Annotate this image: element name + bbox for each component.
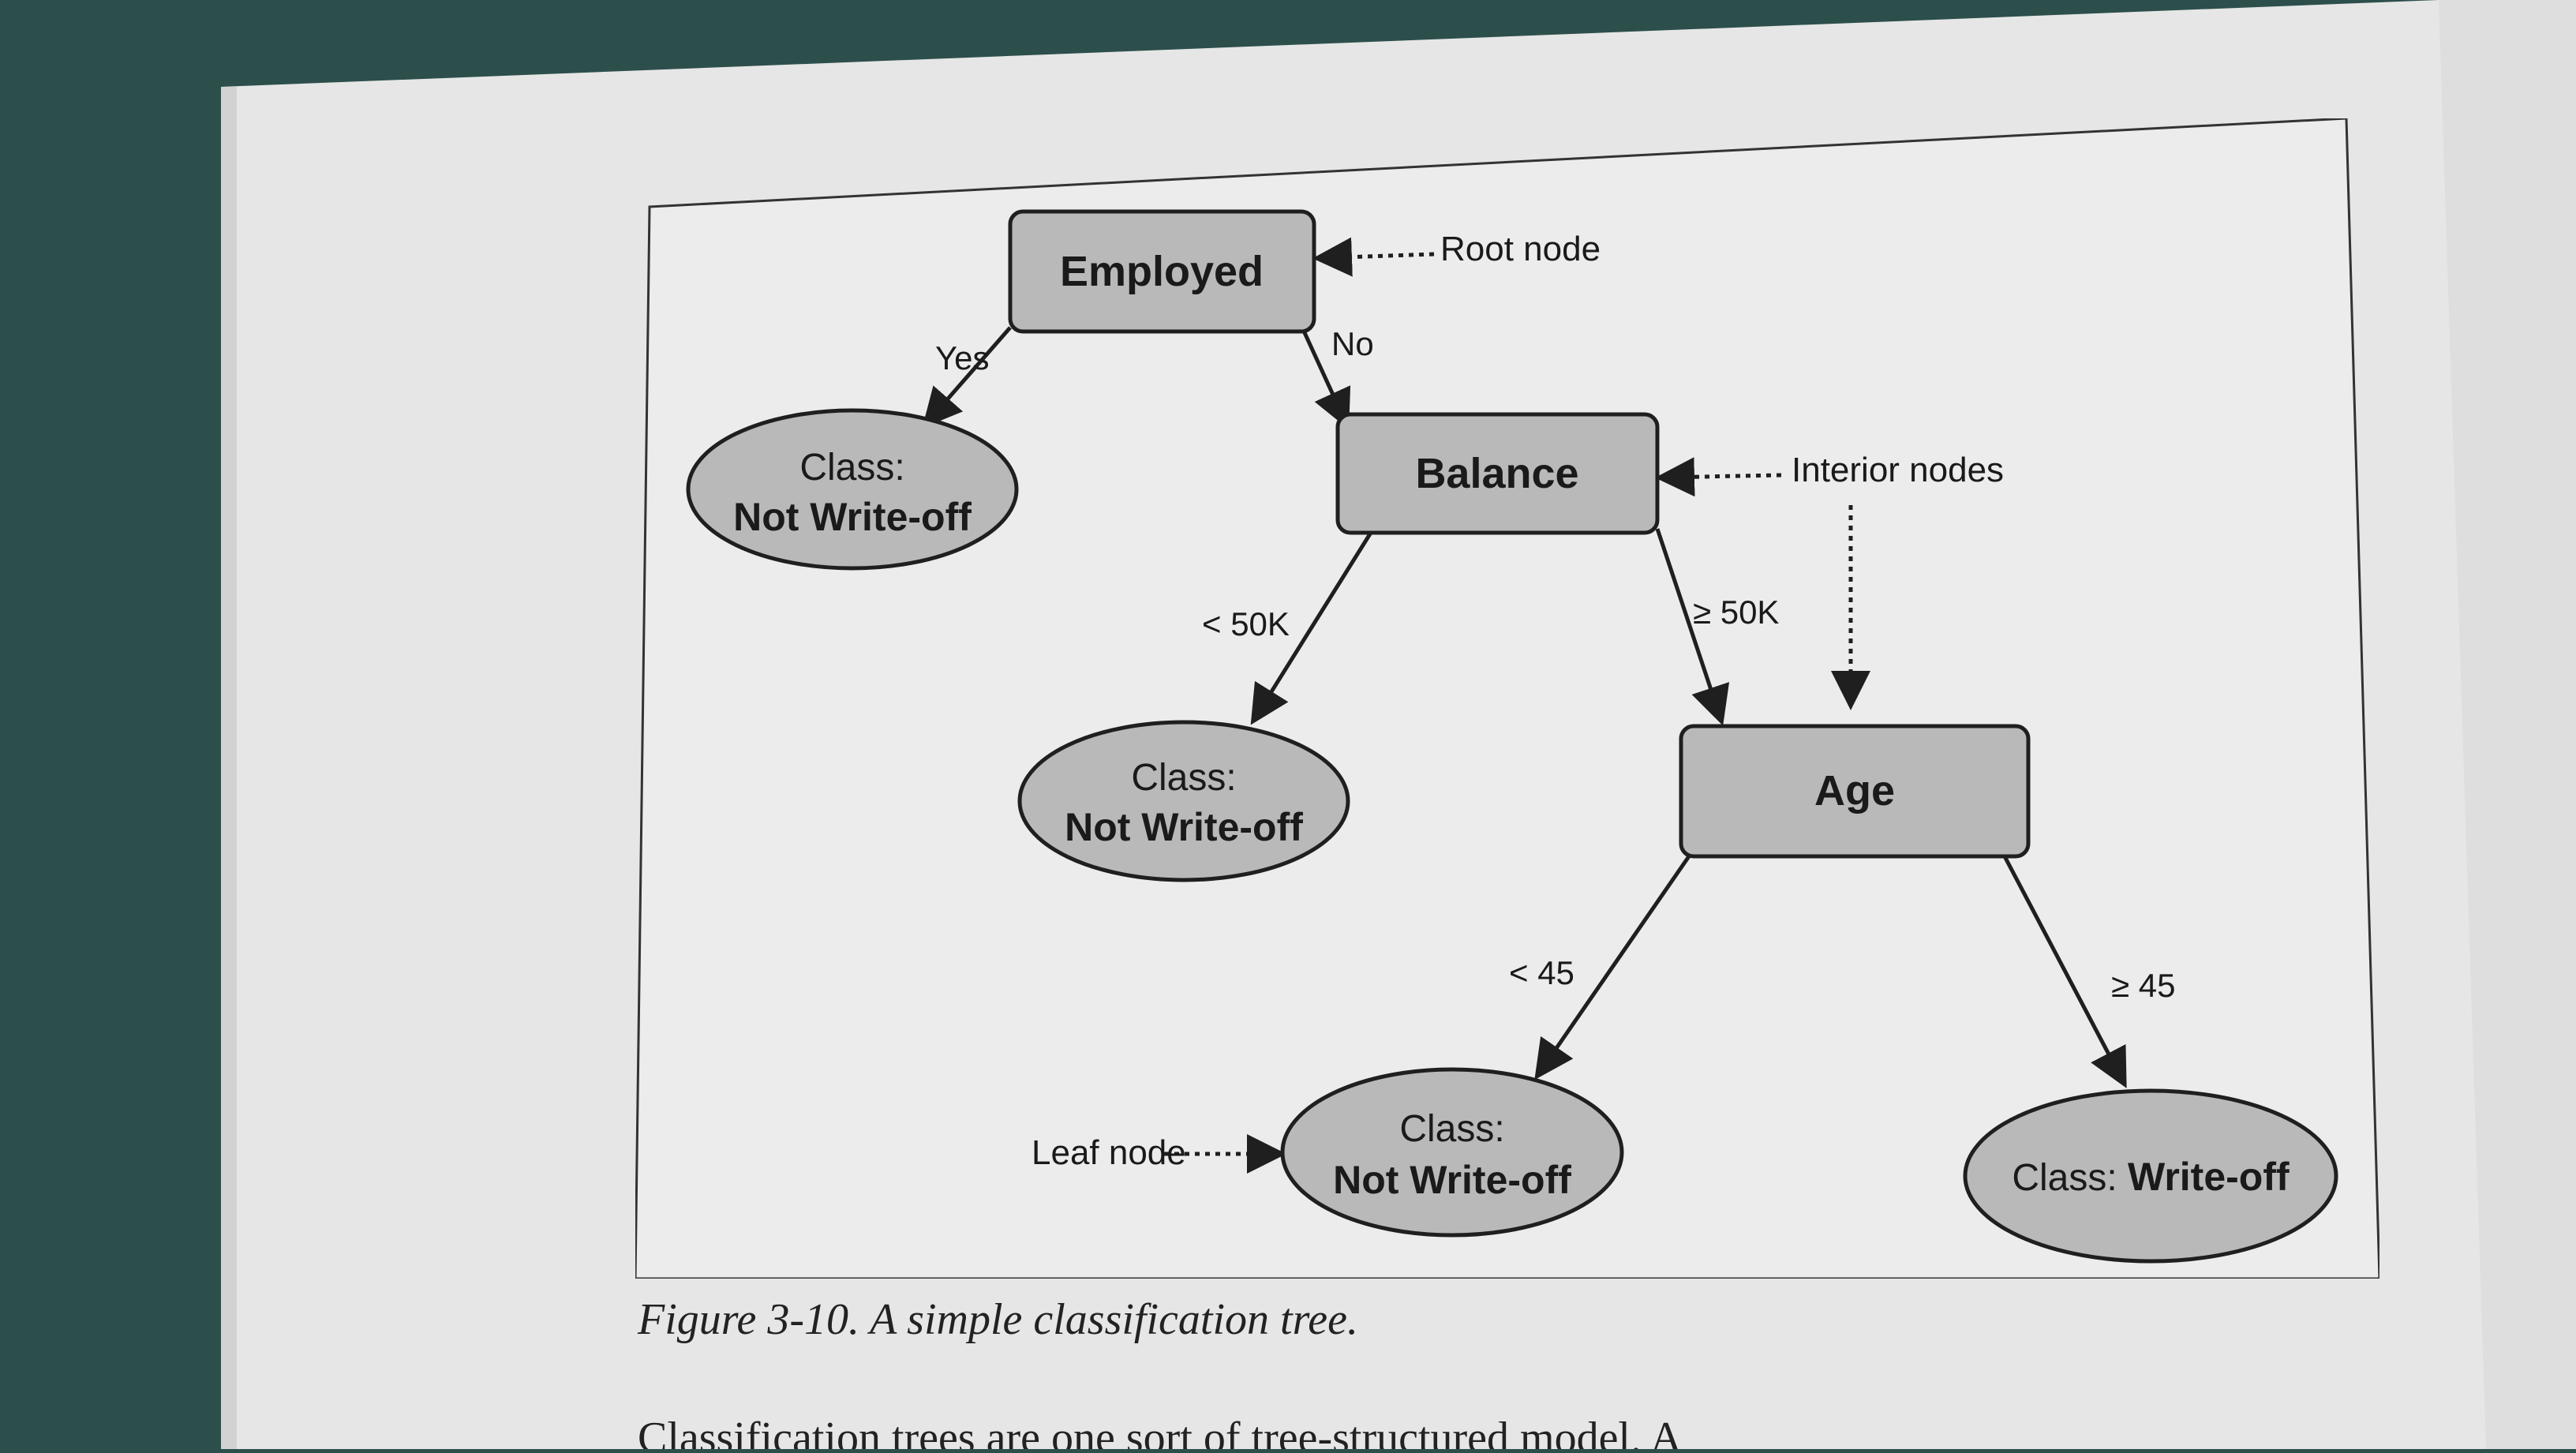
edge-balance-ge50k [1655,528,1730,726]
figure-frame: Employed Balance Age Class: Not Write-of… [634,117,2381,1280]
figure-caption: Figure 3-10. A simple classification tre… [638,1295,1359,1344]
leaf-4-class-value: Write-off [2128,1155,2290,1199]
body-text-partial-line: Classification trees are one sort of tre… [638,1414,1683,1449]
node-balance: Balance [1335,412,1660,535]
node-employed: Employed [1008,209,1316,334]
leaf-not-writeoff-2: Class: Not Write-off [1017,720,1350,882]
edge-label-no: No [1331,325,1374,362]
edge-label-lt50k: < 50K [1202,605,1290,642]
leaf-1-class-label: Class: [799,447,904,489]
callout-root-arrow [1312,237,1435,277]
node-age: Age [1679,724,2031,859]
callout-interior-nodes: Interior nodes [1792,451,2004,489]
leaf-writeoff: Class: Write-off [1963,1088,2338,1264]
edge-employed-yes [922,326,1012,429]
edge-label-lt45: < 45 [1509,954,1574,991]
leaf-2-class-label: Class: [1131,757,1236,799]
node-employed-label: Employed [1060,248,1264,295]
edge-age-lt45 [1534,855,1691,1080]
node-age-label: Age [1814,767,1895,815]
node-balance-label: Balance [1415,450,1578,497]
edge-label-yes: Yes [935,339,990,376]
edge-balance-lt50k [1250,527,1376,725]
edge-employed-no [1300,326,1351,430]
leaf-3-class-label: Class: [1399,1108,1504,1150]
classification-tree-diagram: Employed Balance Age Class: Not Write-of… [634,117,2381,1280]
edge-label-ge45: ≥ 45 [2111,967,2175,1004]
leaf-not-writeoff-3: Class: Not Write-off [1280,1067,1624,1238]
leaf-2-class-value: Not Write-off [1065,805,1303,849]
leaf-3-class-value: Not Write-off [1333,1158,1571,1202]
leaf-not-writeoff-1: Class: Not Write-off [686,408,1019,571]
edge-age-ge45 [2002,855,2127,1088]
callout-leaf-node: Leaf node [1032,1133,1186,1172]
leaf-4-class-label: Class: [2012,1157,2128,1199]
leaf-4-class-text: Class: Write-off [2012,1155,2290,1199]
leaf-1-class-value: Not Write-off [733,495,972,539]
edge-label-ge50k: ≥ 50K [1693,594,1779,631]
callout-root-node: Root node [1440,230,1601,268]
